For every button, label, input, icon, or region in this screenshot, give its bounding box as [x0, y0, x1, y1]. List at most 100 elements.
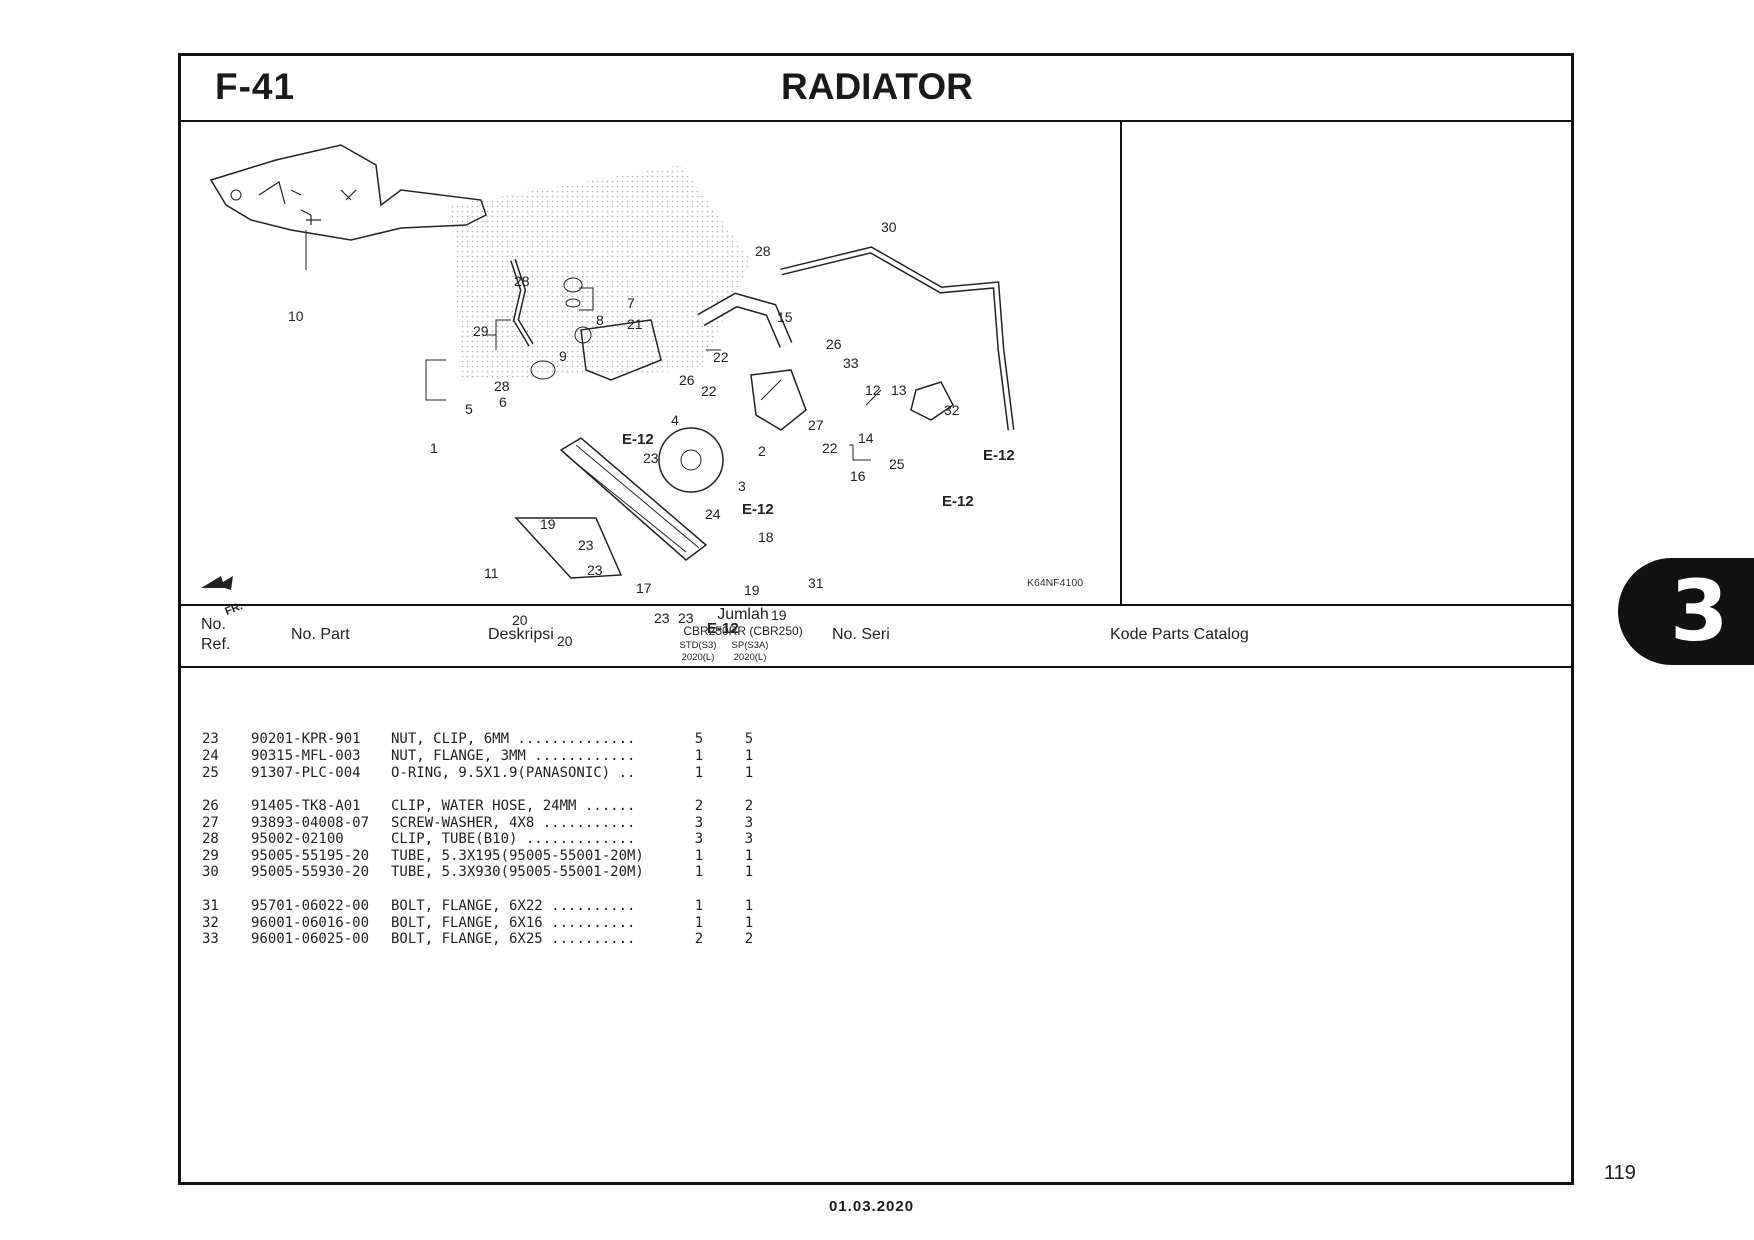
row-desc: CLIP, TUBE(B10) .............	[391, 831, 636, 847]
callout: 22	[822, 440, 838, 456]
row-qty-std: 3	[694, 831, 704, 847]
row-qty-std: 1	[694, 915, 704, 931]
callout: 8	[596, 312, 604, 328]
row-part: 91405-TK8-A01	[251, 798, 361, 814]
callout: 19	[771, 607, 787, 623]
callout: 9	[559, 348, 567, 364]
callout: 23	[678, 610, 694, 626]
header-qty-title: Jumlah	[717, 606, 769, 623]
front-arrow	[201, 576, 233, 590]
row-part: 91307-PLC-004	[251, 765, 361, 781]
splash-guard-part	[209, 144, 487, 241]
row-qty-sp: 5	[744, 731, 754, 747]
row-part: 96001-06025-00	[251, 931, 370, 947]
row-qty-std: 1	[694, 898, 704, 914]
row-ref: 24	[202, 748, 219, 764]
row-ref: 31	[202, 898, 219, 914]
row-part: 95701-06022-00	[251, 898, 370, 914]
row-desc: O-RING, 9.5X1.9(PANASONIC) ..	[391, 765, 636, 781]
table-header: No. Ref. No. Part Deskripsi Jumlah CBR25…	[181, 604, 1571, 668]
chapter-tab: 3	[1618, 558, 1754, 665]
header-qty-col2-l2: 2020(L)	[733, 652, 767, 663]
callout: 28	[494, 378, 510, 394]
row-part: 95005-55930-20	[251, 864, 370, 880]
row-desc: CLIP, WATER HOSE, 24MM ......	[391, 798, 636, 814]
callout: 10	[288, 308, 304, 324]
radiator-core	[559, 437, 708, 561]
row-desc: TUBE, 5.3X195(95005-55001-20M)	[391, 848, 644, 864]
callout: 24	[705, 506, 721, 522]
callout: 29	[473, 323, 489, 339]
callout: 26	[826, 336, 842, 352]
callout: 20	[512, 612, 528, 628]
callout: 23	[643, 450, 659, 466]
callout: 23	[654, 610, 670, 626]
row-part: 93893-04008-07	[251, 815, 370, 831]
illustration-code: K64NF4100	[1027, 577, 1084, 589]
callout: 25	[889, 456, 905, 472]
callout: 18	[758, 529, 774, 545]
header-qty-col1-l1: STD(S3)	[679, 640, 717, 651]
section-ref: E-12	[622, 431, 654, 448]
row-desc: NUT, CLIP, 6MM ..............	[391, 731, 636, 747]
callout: 11	[484, 565, 499, 581]
exploded-diagram: 10 1 5 6 29 28 28 7 8 9 21 28 30 15 26 3…	[181, 120, 1122, 649]
header-part: No. Part	[291, 626, 350, 643]
row-qty-sp: 2	[744, 798, 754, 814]
shaded-frame-area	[451, 165, 751, 380]
section-ref: E-12	[707, 620, 739, 637]
row-ref: 27	[202, 815, 219, 831]
row-desc: SCREW-WASHER, 4X8 ...........	[391, 815, 636, 831]
section-ref: E-12	[742, 501, 774, 518]
page-number: 119	[1604, 1162, 1636, 1184]
callout: 16	[850, 468, 866, 484]
row-part: 90315-MFL-003	[251, 748, 361, 764]
page-title: RADIATOR	[781, 66, 973, 107]
row-part: 95002-02100	[251, 831, 344, 847]
row-desc: BOLT, FLANGE, 6X16 ..........	[391, 915, 636, 931]
callout: 5	[465, 401, 473, 417]
callout: 32	[944, 402, 960, 418]
row-qty-std: 2	[694, 931, 704, 947]
callout: 19	[540, 516, 556, 532]
row-ref: 29	[202, 848, 219, 864]
row-qty-sp: 1	[744, 898, 754, 914]
row-qty-std: 3	[694, 815, 704, 831]
row-ref: 25	[202, 765, 219, 781]
row-part: 95005-55195-20	[251, 848, 370, 864]
row-qty-std: 1	[694, 748, 704, 764]
callout: 22	[701, 383, 717, 399]
row-ref: 26	[202, 798, 219, 814]
callout: 12	[865, 382, 881, 398]
row-qty-sp: 1	[744, 765, 754, 781]
row-qty-sp: 1	[744, 915, 754, 931]
row-qty-std: 1	[694, 848, 704, 864]
row-qty-sp: 1	[744, 864, 754, 880]
callout: 23	[578, 537, 594, 553]
row-ref: 30	[202, 864, 219, 880]
callout: 30	[881, 219, 897, 235]
callout: 1	[430, 440, 438, 456]
callout: 28	[755, 243, 771, 259]
callout: 26	[679, 372, 695, 388]
row-qty-std: 1	[694, 864, 704, 880]
row-desc: NUT, FLANGE, 3MM ............	[391, 748, 636, 764]
callout: 31	[808, 575, 824, 591]
header-qty-col1-l2: 2020(L)	[681, 652, 715, 663]
row-desc: TUBE, 5.3X930(95005-55001-20M)	[391, 864, 644, 880]
row-qty-sp: 3	[744, 831, 754, 847]
row-ref: 32	[202, 915, 219, 931]
row-ref: 28	[202, 831, 219, 847]
row-desc: BOLT, FLANGE, 6X25 ..........	[391, 931, 636, 947]
callout: 4	[671, 412, 679, 428]
callout: 21	[627, 316, 643, 332]
callout: 27	[808, 417, 824, 433]
row-qty-sp: 3	[744, 815, 754, 831]
header-qty-col2-l1: SP(S3A)	[731, 640, 769, 651]
cooling-fan	[658, 427, 724, 493]
callout: 17	[636, 580, 652, 596]
callout: 6	[499, 394, 507, 410]
reserve-tank	[580, 319, 662, 381]
header-qty-model: CBR250RR (CBR250)	[683, 624, 803, 638]
row-part: 96001-06016-00	[251, 915, 370, 931]
